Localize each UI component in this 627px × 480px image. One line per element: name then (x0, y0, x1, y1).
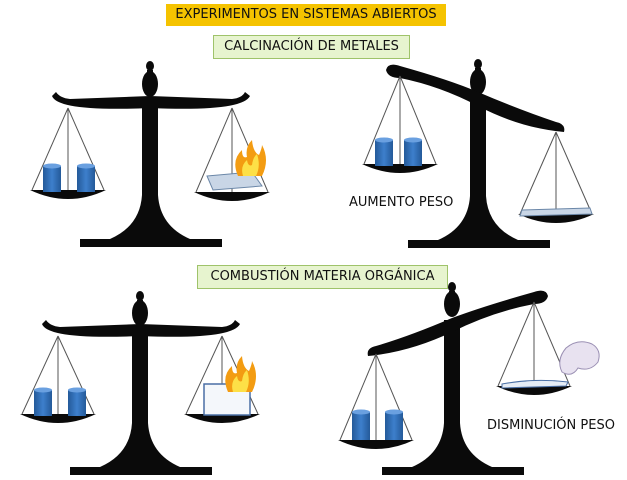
diagram-title: EXPERIMENTOS EN SISTEMAS ABIERTOS (166, 4, 446, 26)
weight-cylinder-icon (68, 387, 86, 416)
balance-scale-weight-decrease (338, 282, 600, 475)
weight-increase-label: AUMENTO PESO (349, 195, 454, 210)
ash-residue-icon (501, 379, 569, 389)
weight-cylinder-icon (385, 409, 403, 440)
section-title-calcination: CALCINACIÓN DE METALES (213, 35, 410, 59)
weight-decrease-label: DISMINUCIÓN PESO (487, 418, 615, 433)
calcined-metal-icon (519, 207, 593, 217)
balance-scale-calcination-start (30, 61, 270, 247)
weight-cylinder-icon (375, 137, 393, 166)
weight-cylinder-icon (43, 163, 61, 192)
flame-icon (225, 356, 256, 392)
smoke-icon (559, 341, 600, 375)
weight-cylinder-icon (404, 137, 422, 166)
balance-scale-weight-increase (362, 59, 594, 248)
weight-cylinder-icon (77, 163, 95, 192)
section-title-combustion: COMBUSTIÓN MATERIA ORGÁNICA (197, 265, 448, 289)
weight-cylinder-icon (352, 409, 370, 440)
flame-icon (235, 140, 266, 176)
balance-scale-combustion-start (20, 291, 260, 475)
weight-cylinder-icon (34, 387, 52, 416)
